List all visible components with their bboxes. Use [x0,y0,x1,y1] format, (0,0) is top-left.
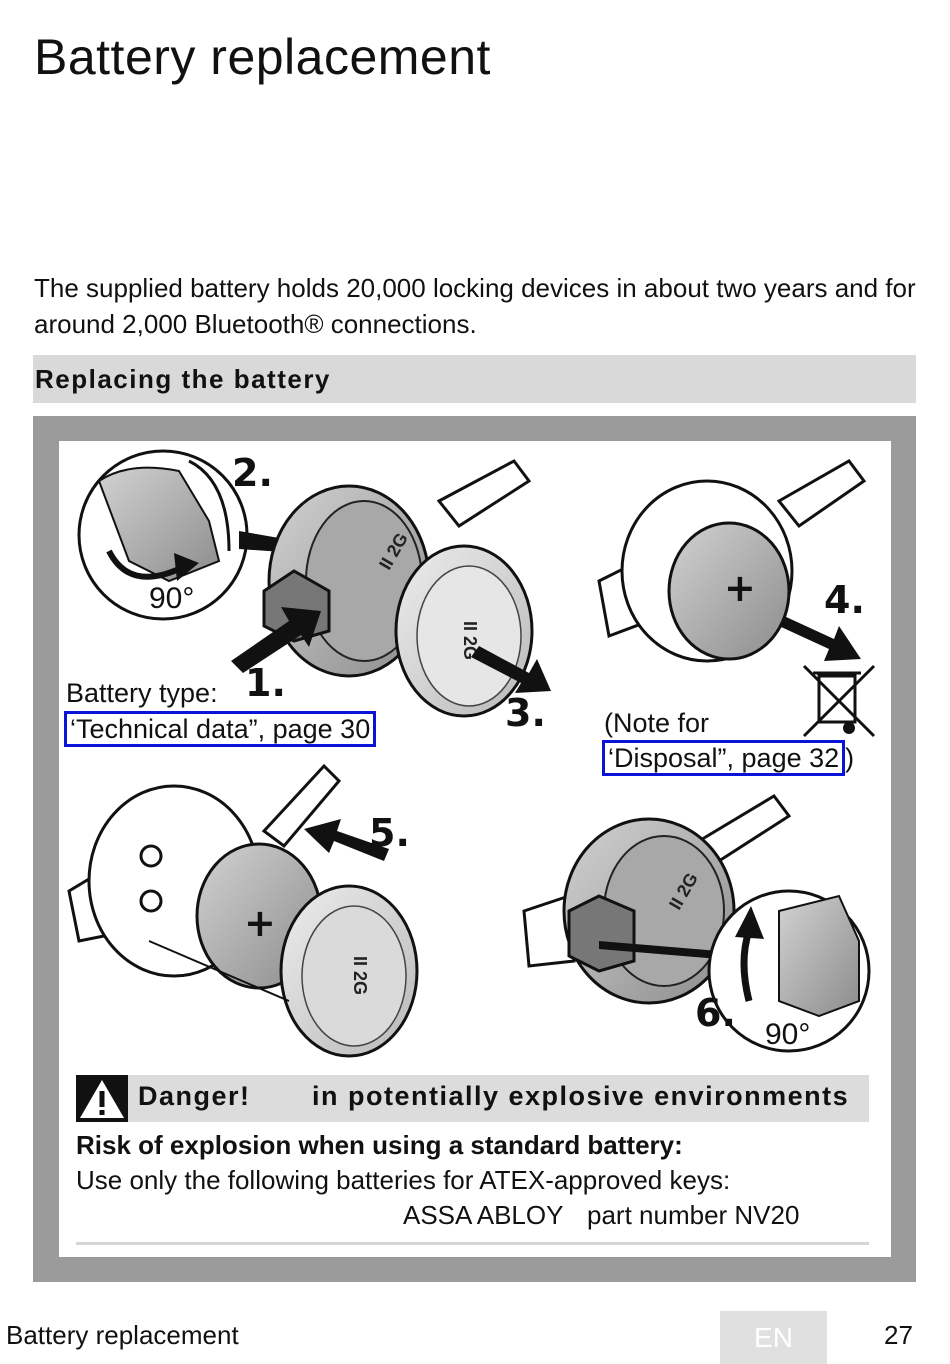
rotate-arrow-icon [106,549,181,580]
step-3-label: 3. [505,691,546,735]
page-number: 27 [884,1320,913,1350]
step-4-illustration: + [597,459,876,738]
battery-replacement-illustration: 90° II 2G II 2G 2. 1. 3. + [67,449,876,1058]
danger-word: Danger! [138,1081,251,1111]
insert-arrow-icon [304,819,389,861]
housing-marking-3: II 2G [350,956,370,995]
battery-type-link-wrapper: ‘Technical data”, page 30 [64,711,377,747]
step-2-label: 2. [232,451,273,495]
battery-part-number: part number NV20 [587,1200,800,1230]
step-1-label: 1. [245,661,286,705]
note-label: (Note for [604,708,710,738]
warning-triangle-icon [76,1075,128,1122]
battery-instruction: Use only the following batteries for ATE… [76,1165,731,1195]
intro-text: The supplied battery holds 20,000 lockin… [34,273,916,339]
angle-label-2: 90° [765,1018,810,1051]
step-1-3-illustration: 90° II 2G II 2G [77,449,551,718]
risk-statement: Risk of explosion when using a standard … [76,1130,683,1160]
battery-plus-1: + [724,566,756,610]
battery-plus-2: + [244,901,276,945]
section-heading: Replacing the battery [35,364,331,394]
battery-brand: ASSA ABLOY [403,1200,564,1230]
battery-type-label: Battery type: [66,678,218,708]
step-6-label: 6. [695,991,736,1035]
step-5-label: 5. [369,811,410,855]
section-heading-bar: Replacing the battery [33,355,916,403]
step-4-label: 4. [824,578,865,622]
technical-data-link[interactable]: ‘Technical data”, page 30 [64,711,377,747]
note-close-paren: ) [845,743,855,773]
danger-bar: Danger! in potentially explosive environ… [76,1075,869,1122]
pull-arrow-icon [471,646,551,693]
disposal-link-wrapper: ‘Disposal”, page 32) [602,740,855,776]
language-tab: EN [720,1311,827,1364]
footer-section-title: Battery replacement [6,1320,239,1350]
crossed-bin-icon [802,664,876,738]
disposal-link[interactable]: ‘Disposal”, page 32 [602,740,846,776]
page-title: Battery replacement [34,29,491,85]
danger-divider [76,1242,869,1245]
dispose-arrow-icon [779,616,861,661]
danger-context: in potentially explosive environments [312,1081,850,1111]
angle-label-1: 90° [149,582,194,615]
housing-marking-2: II 2G [460,621,480,660]
step-5-illustration: + II 2G [67,763,419,1058]
step-6-illustration: II 2G 90° [522,794,871,1053]
push-arrow-icon [231,607,321,673]
